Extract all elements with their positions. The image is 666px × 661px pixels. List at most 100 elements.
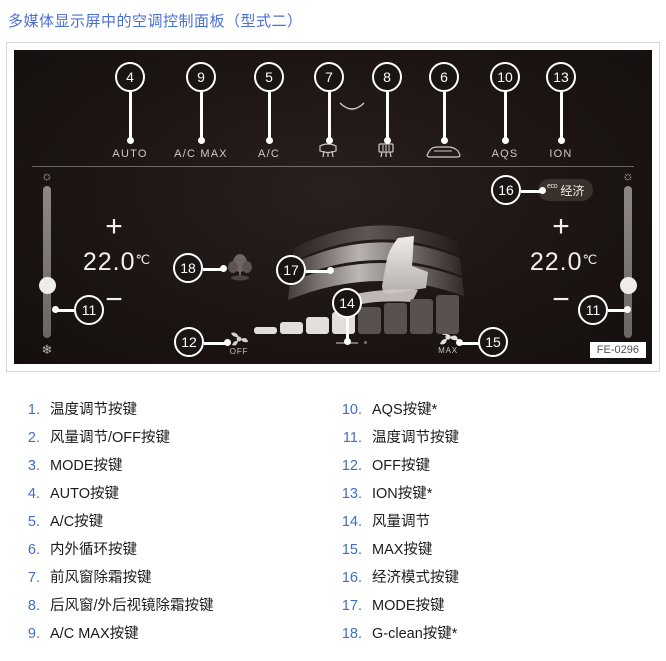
temperature-display-right: 22.0℃ <box>530 248 598 277</box>
leader-dot-14 <box>343 338 351 345</box>
fan-level-bars[interactable] <box>254 295 459 334</box>
callout-11-left: 11 <box>74 295 104 325</box>
fan-bar[interactable] <box>384 303 407 334</box>
temperature-slider-knob-right[interactable] <box>619 277 637 294</box>
legend-column-right: 10. AQS按键* 11. 温度调节按键 12. OFF按键 13. ION按… <box>340 398 660 650</box>
legend-number: 2. <box>27 430 40 446</box>
legend-label: AQS按键* <box>372 402 438 418</box>
legend-number: 6. <box>27 542 40 558</box>
list-item: 17. MODE按键 <box>340 594 660 622</box>
leader-dot-12 <box>224 338 231 346</box>
temp-increase-right[interactable]: + <box>552 210 570 243</box>
button-auto[interactable]: AUTO <box>112 148 148 160</box>
fan-bar[interactable] <box>306 317 329 334</box>
leader-line-6 <box>442 92 446 140</box>
legend-number: 8. <box>27 598 40 614</box>
legend-label: A/C MAX按键 <box>50 626 139 642</box>
callout-10: 10 <box>490 62 520 92</box>
legend-number: 5. <box>27 514 40 530</box>
legend-label: 内外循环按键 <box>50 542 137 558</box>
legend-number: 18. <box>341 626 362 642</box>
fan-bar[interactable] <box>280 322 303 334</box>
callout-7: 7 <box>314 62 344 92</box>
button-aqs[interactable]: AQS <box>491 148 519 160</box>
legend-label: ION按键* <box>372 486 433 502</box>
leader-dot-4 <box>126 137 134 144</box>
temp-decrease-right[interactable]: − <box>552 283 570 316</box>
leader-line-9 <box>199 92 203 140</box>
leader-line-4 <box>128 92 132 140</box>
legend-label: MODE按键 <box>50 458 123 474</box>
callout-15: 15 <box>478 327 508 357</box>
callout-14: 14 <box>332 288 362 318</box>
button-ac[interactable]: A/C <box>258 148 280 160</box>
rear-defrost-icon[interactable] <box>374 142 398 158</box>
callout-18: 18 <box>173 253 203 283</box>
callout-9: 9 <box>186 62 216 92</box>
temp-increase-left[interactable]: + <box>105 210 123 243</box>
callout-5: 5 <box>254 62 284 92</box>
fan-off-label: OFF <box>229 347 249 356</box>
leader-line-13 <box>559 92 563 140</box>
temp-decrease-left[interactable]: − <box>105 283 123 316</box>
temperature-slider-right[interactable] <box>624 186 632 338</box>
top-divider <box>32 166 634 167</box>
leader-line-11-left <box>54 308 76 312</box>
list-item: 10. AQS按键* <box>340 398 660 426</box>
legend-number: 7. <box>27 570 40 586</box>
fan-bar[interactable] <box>436 295 459 334</box>
temperature-value-left: 22.0 <box>82 248 136 276</box>
climate-control-panel: 4 AUTO 9 A/C MAX 5 A/C 7 8 <box>14 50 652 364</box>
list-item: 9. A/C MAX按键 <box>18 622 338 650</box>
legend-label: A/C按键 <box>50 514 104 530</box>
leader-line-12 <box>204 341 227 345</box>
temperature-unit-left: ℃ <box>135 252 152 267</box>
callout-17: 17 <box>276 255 306 285</box>
list-item: 16. 经济模式按键 <box>340 566 660 594</box>
leader-dot-11-left <box>52 305 59 313</box>
leader-dot-9 <box>197 137 205 144</box>
legend-label: 风量调节/OFF按键 <box>50 430 171 446</box>
temperature-slider-left[interactable] <box>43 186 51 338</box>
button-ion[interactable]: ION <box>549 148 573 160</box>
list-item: 18. G-clean按键* <box>340 622 660 650</box>
front-defrost-icon[interactable] <box>316 142 340 158</box>
leader-line-11-right <box>608 308 628 312</box>
leader-dot-13 <box>557 137 565 144</box>
eco-mode-button[interactable]: eco 经济 <box>538 179 594 201</box>
leader-line-17 <box>306 269 330 273</box>
fan-bar[interactable] <box>358 307 381 334</box>
callout-13: 13 <box>546 62 576 92</box>
fan-off-icon[interactable] <box>228 330 250 348</box>
air-recirculation-icon[interactable] <box>424 144 462 160</box>
list-item: 3. MODE按键 <box>18 454 338 482</box>
list-item: 15. MAX按键 <box>340 538 660 566</box>
button-ac-max[interactable]: A/C MAX <box>174 148 228 160</box>
page-title: 多媒体显示屏中的空调控制面板（型式二） <box>8 13 303 30</box>
leader-dot-15 <box>456 338 463 346</box>
leader-line-7 <box>327 92 331 140</box>
legend-number: 1. <box>27 402 40 418</box>
legend-label: 风量调节 <box>372 514 430 530</box>
leader-dot-18 <box>220 264 227 272</box>
legend-number: 11. <box>342 430 362 446</box>
fan-bar[interactable] <box>254 327 277 334</box>
plant-icon[interactable] <box>226 252 254 282</box>
list-item: 6. 内外循环按键 <box>18 538 338 566</box>
callout-12: 12 <box>174 327 204 357</box>
temperature-display-left: 22.0℃ <box>83 248 151 277</box>
leader-dot-8 <box>383 137 391 144</box>
list-item: 4. AUTO按键 <box>18 482 338 510</box>
legend-label: 前风窗除霜按键 <box>50 570 152 586</box>
fan-bar[interactable] <box>410 299 433 334</box>
callout-16: 16 <box>491 175 521 205</box>
sun-icon-right: ☼ <box>622 168 634 183</box>
legend-label: 温度调节按键 <box>50 402 137 418</box>
fan-max-label: MAX <box>438 346 458 355</box>
temperature-slider-knob-left[interactable] <box>38 277 56 294</box>
leader-line-5 <box>267 92 271 140</box>
list-item: 12. OFF按键 <box>340 454 660 482</box>
legend-label: AUTO按键 <box>50 486 120 502</box>
temperature-unit-right: ℃ <box>582 252 599 267</box>
leader-line-10 <box>503 92 507 140</box>
